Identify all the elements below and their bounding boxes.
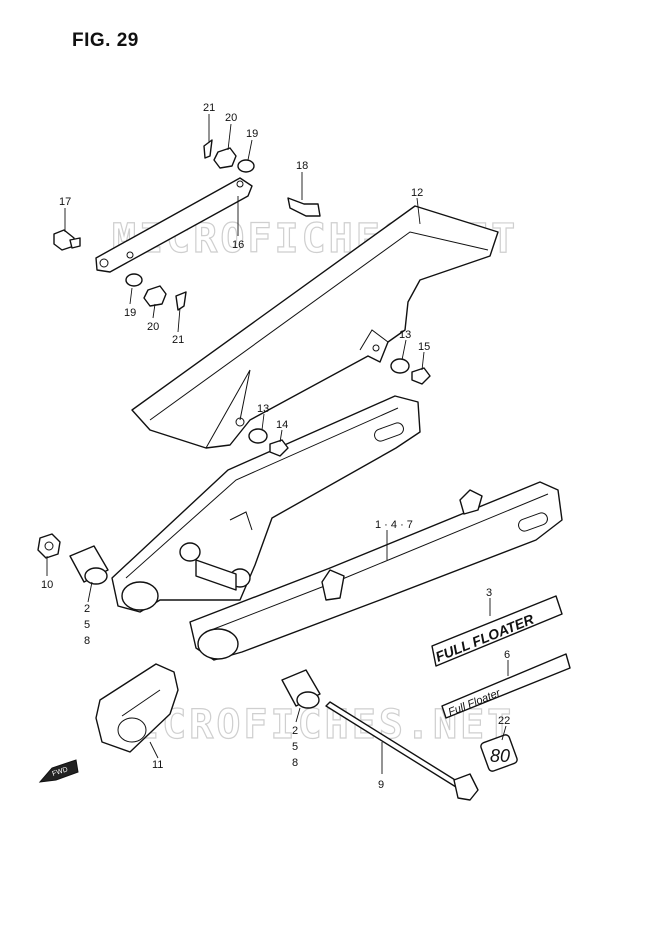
pivot-nut bbox=[37, 533, 61, 559]
callout-19-lower: 19 bbox=[124, 307, 136, 319]
decal-full-floater: FULL FLOATER bbox=[431, 595, 563, 667]
fwd-arrow-icon: FWD bbox=[38, 759, 79, 783]
pivot-bushing-left bbox=[69, 545, 109, 585]
callout-15: 15 bbox=[418, 341, 430, 353]
callout-11: 11 bbox=[152, 759, 163, 771]
callout-9: 9 bbox=[378, 779, 384, 791]
callout-16: 16 bbox=[232, 239, 244, 251]
callout-20-upper: 20 bbox=[225, 112, 237, 124]
callout-21-lower: 21 bbox=[172, 334, 184, 346]
callout-1-4-7: 1 · 4 · 7 bbox=[375, 519, 413, 531]
callout-12: 12 bbox=[411, 187, 423, 199]
chain-case bbox=[131, 205, 499, 449]
nut-upper bbox=[213, 147, 237, 169]
fwd-label: FWD bbox=[51, 766, 68, 778]
chain-case-stay bbox=[95, 177, 253, 273]
callout-13-right: 13 bbox=[399, 329, 411, 341]
callout-22: 22 bbox=[498, 715, 510, 727]
callout-5-left: 5 bbox=[84, 619, 90, 631]
callout-3: 3 bbox=[486, 587, 492, 599]
callout-2-right: 2 bbox=[292, 725, 298, 737]
callout-labels: 21 20 19 18 12 17 16 19 20 21 13 15 13 1… bbox=[41, 102, 510, 791]
callout-13-left: 13 bbox=[257, 403, 269, 415]
swingarm bbox=[111, 395, 563, 661]
cotter-pin-upper bbox=[203, 139, 213, 159]
pivot-bolt bbox=[325, 701, 479, 801]
pivot-bushing-right bbox=[281, 669, 321, 709]
callout-2-left: 2 bbox=[84, 603, 90, 615]
bolt-17 bbox=[53, 229, 81, 251]
callout-18: 18 bbox=[296, 160, 308, 172]
screw-15 bbox=[411, 367, 431, 385]
decal-80: 80 bbox=[480, 734, 518, 772]
decal-80-text: 80 bbox=[490, 746, 510, 766]
chain-buffer bbox=[95, 663, 179, 753]
callout-6: 6 bbox=[504, 649, 510, 661]
washer-13-right bbox=[390, 358, 410, 374]
nut-lower bbox=[143, 285, 167, 307]
washer-upper bbox=[237, 159, 255, 173]
bolt-18 bbox=[287, 197, 321, 217]
cotter-pin-lower bbox=[175, 291, 187, 311]
washer-lower bbox=[125, 273, 143, 287]
washer-13-left bbox=[248, 428, 268, 444]
callout-19-upper: 19 bbox=[246, 128, 258, 140]
leader-lines bbox=[46, 114, 509, 774]
callout-21-upper: 21 bbox=[203, 102, 215, 114]
callout-5-right: 5 bbox=[292, 741, 298, 753]
figure-title: FIG. 29 bbox=[72, 30, 139, 51]
callout-17: 17 bbox=[59, 196, 71, 208]
callout-8-left: 8 bbox=[84, 635, 90, 647]
callout-20-lower: 20 bbox=[147, 321, 159, 333]
callout-10: 10 bbox=[41, 579, 53, 591]
decal-full-floater-text: FULL FLOATER bbox=[433, 610, 537, 664]
callout-14: 14 bbox=[276, 419, 288, 431]
callout-8-right: 8 bbox=[292, 757, 298, 769]
